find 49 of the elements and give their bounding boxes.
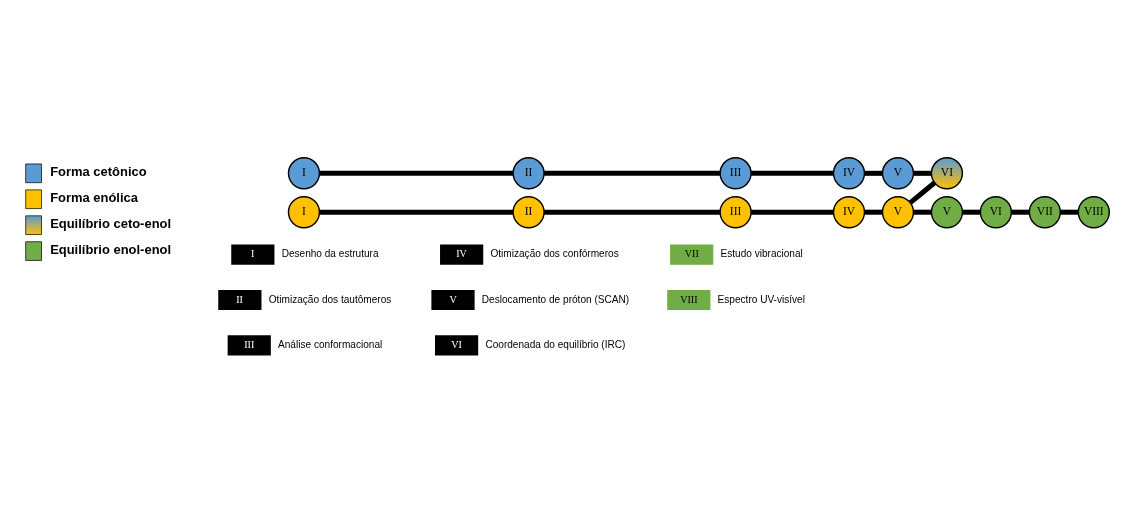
- node-box: VIII: [667, 289, 711, 311]
- connector: [908, 180, 937, 205]
- node-box: VI: [435, 335, 479, 356]
- node-circle: VI: [930, 157, 964, 190]
- node-box: III: [227, 335, 271, 356]
- node-circle: VII: [1028, 196, 1062, 229]
- node-circle: VI: [979, 196, 1013, 229]
- connector: [319, 170, 513, 176]
- legend-label: Forma enólica: [50, 189, 138, 205]
- node-circle: I: [287, 157, 321, 190]
- node-box: I: [231, 244, 275, 265]
- node-box: V: [431, 289, 475, 311]
- connector: [1011, 209, 1030, 215]
- node-label: Desenho da estrutura: [281, 248, 379, 260]
- connector: [544, 209, 720, 215]
- connector: [319, 209, 513, 215]
- node-label: Análise conformacional: [278, 339, 383, 351]
- legend-label: Equilíbrio ceto-enol: [50, 215, 172, 231]
- node-circle: III: [719, 157, 752, 190]
- node-label: Otimização dos confórmeros: [490, 248, 619, 260]
- connector: [962, 209, 981, 215]
- connector: [864, 170, 883, 176]
- node-box: VII: [670, 244, 714, 265]
- legend-label: Forma cetônico: [50, 163, 147, 179]
- node-circle: I: [287, 196, 321, 229]
- connector: [913, 170, 932, 176]
- node-label: Coordenada do equilíbrio (IRC): [485, 339, 626, 351]
- node-circle: II: [512, 157, 545, 190]
- node-circle: V: [881, 196, 915, 229]
- node-label: Otimização dos tautômeros: [268, 293, 392, 305]
- node-box: IV: [440, 244, 484, 265]
- node-circle: IV: [832, 196, 866, 229]
- node-box: II: [218, 289, 262, 311]
- node-circle: V: [881, 157, 915, 190]
- node-circle: VIII: [1077, 196, 1110, 229]
- connector: [544, 170, 720, 176]
- legend-label: Equilíbrio enol-enol: [50, 241, 172, 257]
- node-label: Deslocamento de próton (SCAN): [481, 293, 630, 305]
- node-circle: V: [930, 196, 964, 229]
- connector: [1060, 209, 1079, 215]
- node-label: Estudo vibracional: [720, 248, 803, 260]
- connector: [913, 209, 932, 215]
- connector: [751, 209, 834, 215]
- connector: [751, 170, 834, 176]
- node-circle: III: [719, 196, 752, 229]
- node-label: Espectro UV-visível: [717, 293, 805, 305]
- connector: [864, 209, 883, 215]
- node-circle: IV: [832, 157, 866, 190]
- node-circle: II: [512, 196, 545, 229]
